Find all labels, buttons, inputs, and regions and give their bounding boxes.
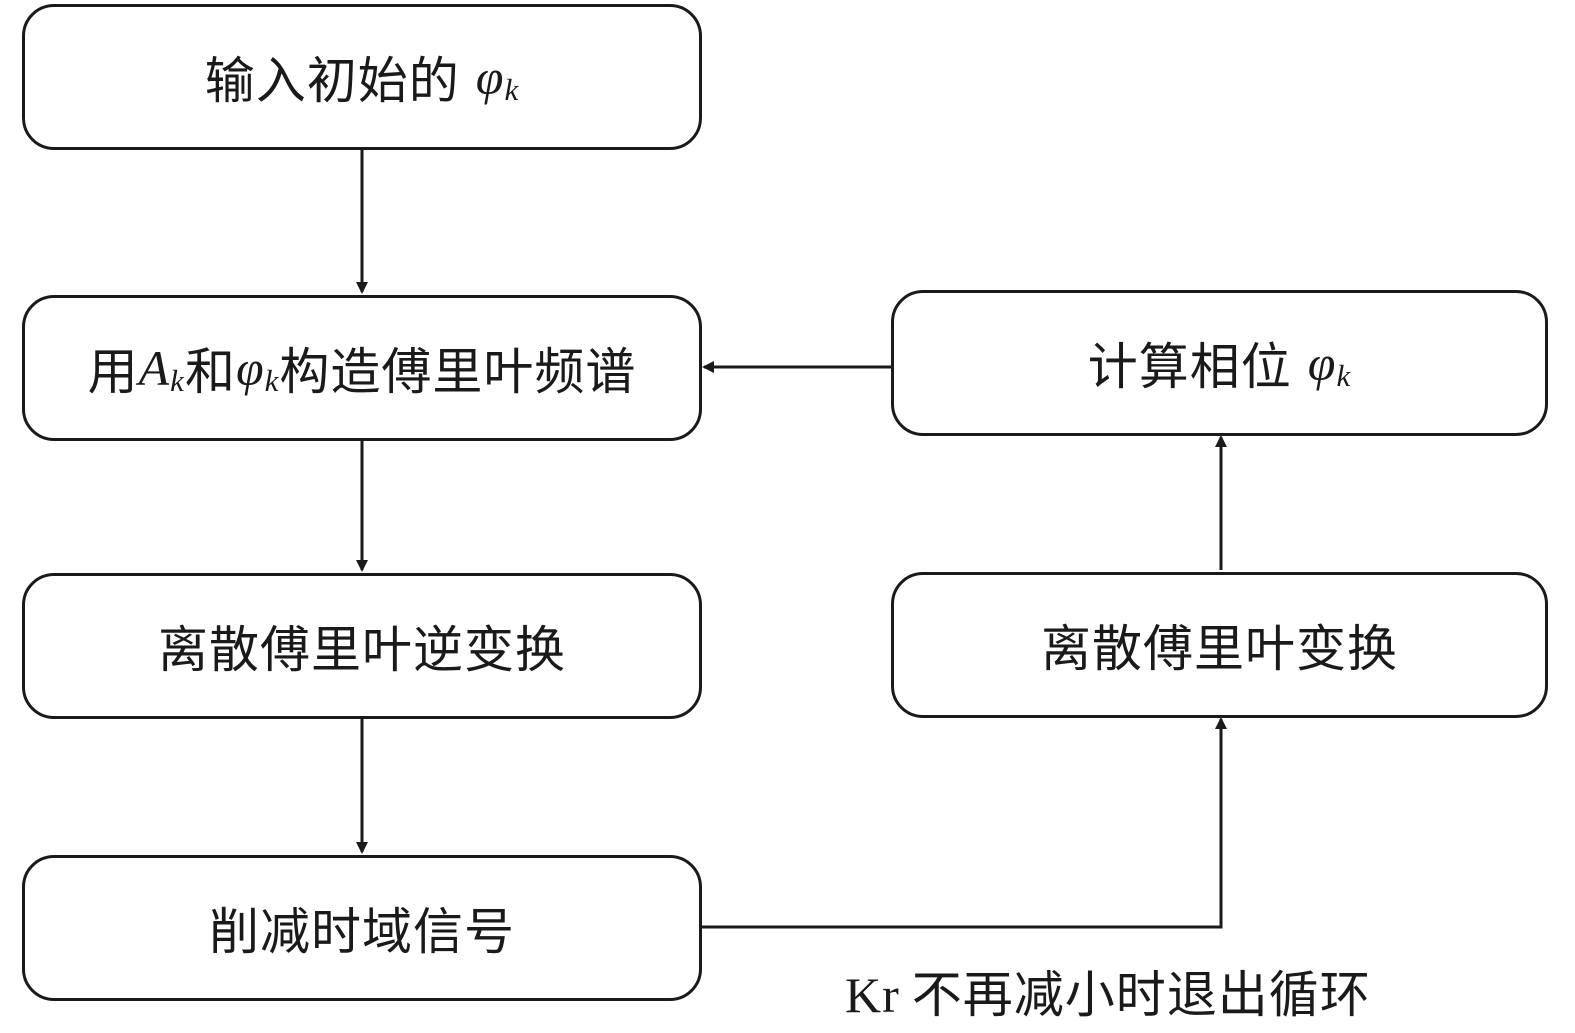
compute-phase-box: 计算相位 φk (891, 290, 1548, 436)
idft-label: 离散傅里叶逆变换 (158, 621, 566, 679)
build-spectrum-part3: 构造傅里叶频谱 (279, 343, 637, 401)
compute-phase-label: 计算相位 (1087, 338, 1292, 396)
build-spectrum-part2: 和 (184, 343, 236, 401)
dft-label: 离散傅里叶变换 (1041, 620, 1398, 678)
phi-symbol: φk (475, 49, 520, 107)
clip-signal-label: 削减时域信号 (209, 903, 515, 961)
amplitude-symbol: Ak (138, 340, 185, 398)
arrow-clip-to-dft (702, 717, 1227, 929)
loop-exit-text: 不再减小时退出循环 (911, 966, 1371, 1024)
input-phase-box: 输入初始的 φk (22, 4, 702, 150)
kr-label: Kr (845, 967, 900, 1023)
build-spectrum-part1: 用 (87, 343, 139, 401)
dft-box: 离散傅里叶变换 (891, 572, 1548, 718)
phi-symbol: φk (1307, 335, 1352, 393)
clip-signal-box: 削减时域信号 (22, 855, 702, 1001)
idft-box: 离散傅里叶逆变换 (22, 573, 702, 719)
phi-symbol: φk (235, 340, 280, 398)
input-phase-label: 输入初始的 (204, 52, 460, 110)
